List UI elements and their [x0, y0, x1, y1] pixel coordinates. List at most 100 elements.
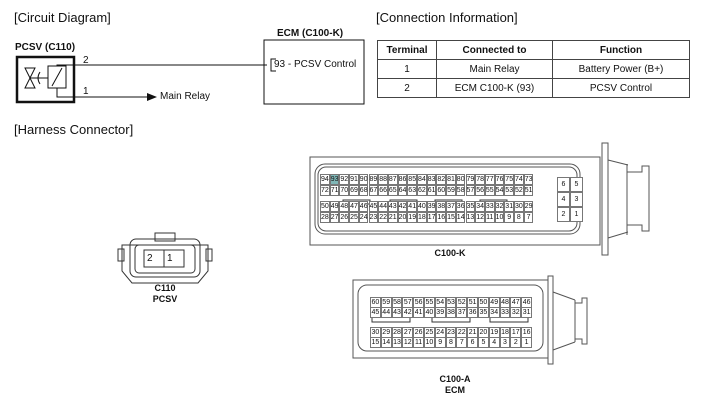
cell: ECM C100-K (93)	[436, 78, 553, 98]
pcsv-box	[15, 55, 76, 104]
pin: 69	[349, 185, 359, 196]
pin: 72	[320, 185, 330, 196]
pin: 16	[436, 212, 447, 223]
pin: 47	[349, 201, 359, 212]
header-function: Function	[552, 40, 690, 60]
pin: 48	[339, 201, 350, 212]
pin: 7	[523, 212, 534, 223]
connection-table: Terminal Connected to Function 1 Main Re…	[377, 40, 690, 98]
ecm-box	[263, 39, 365, 105]
pin: 6	[557, 177, 570, 192]
pin: 13	[465, 212, 476, 223]
c110-pin-2: 2	[147, 253, 153, 264]
pin: 4	[488, 337, 500, 348]
cell: 2	[377, 78, 437, 98]
pin: 32	[494, 201, 505, 212]
pin: 87	[387, 174, 398, 185]
pin: 92	[339, 174, 350, 185]
pin: 15	[370, 337, 381, 348]
pin: 1	[570, 207, 583, 222]
arrow-icon	[147, 93, 157, 101]
cell: Main Relay	[436, 59, 553, 79]
pin: 61	[426, 185, 437, 196]
pin: 37	[456, 307, 468, 318]
pin: 79	[465, 174, 476, 185]
pin: 88	[378, 174, 388, 185]
pin: 44	[378, 201, 388, 212]
pin: 46	[358, 201, 369, 212]
pin: 34	[488, 307, 500, 318]
pin: 13	[391, 337, 403, 348]
pin: 37	[446, 201, 456, 212]
pin: 82	[436, 174, 447, 185]
pin: 19	[407, 212, 417, 223]
pin: 11	[484, 212, 495, 223]
table-header-row: Terminal Connected to Function	[377, 40, 690, 60]
pin: 9	[504, 212, 514, 223]
pin: 59	[446, 185, 456, 196]
pin: 10	[424, 337, 435, 348]
pin: 90	[358, 174, 369, 185]
wire-1	[56, 88, 150, 98]
pin: 35	[478, 307, 489, 318]
header-terminal: Terminal	[377, 40, 437, 60]
pin: 31	[521, 307, 532, 318]
pin: 38	[445, 307, 457, 318]
pin: 28	[320, 212, 330, 223]
pin: 75	[504, 174, 514, 185]
pin: 51	[523, 185, 534, 196]
pin: 9	[434, 337, 446, 348]
pin: 71	[329, 185, 340, 196]
pin: 68	[358, 185, 369, 196]
pin: 86	[397, 174, 408, 185]
pin: 36	[455, 201, 466, 212]
pin: 36	[467, 307, 478, 318]
pin: 14	[455, 212, 466, 223]
pin: 8	[514, 212, 524, 223]
c110-sub: PCSV	[152, 294, 178, 304]
pin: 43	[387, 201, 398, 212]
c100a-housing	[352, 275, 588, 365]
pin: 89	[368, 174, 379, 185]
c100k-name: C100-K	[434, 248, 466, 258]
pin: 2	[557, 207, 570, 222]
pin: 83	[426, 174, 437, 185]
table-row: 1 Main Relay Battery Power (B+)	[377, 59, 690, 79]
pin: 62	[417, 185, 427, 196]
ecm-label: ECM (C100-K)	[277, 28, 344, 39]
header-connected: Connected to	[436, 40, 553, 60]
pin: 32	[510, 307, 522, 318]
pin: 7	[456, 337, 468, 348]
wire-2	[56, 64, 267, 66]
pin: 70	[339, 185, 350, 196]
c110-pin-1: 1	[167, 253, 173, 264]
pin: 5	[570, 177, 583, 192]
pin: 21	[387, 212, 398, 223]
main-relay-label: Main Relay	[160, 91, 211, 102]
wire-1-label: 1	[83, 86, 89, 97]
pin: 38	[436, 201, 447, 212]
pin: 4	[557, 192, 570, 207]
pin: 17	[426, 212, 437, 223]
pin: 58	[455, 185, 466, 196]
pcsv-label: PCSV (C110)	[15, 42, 76, 53]
pin: 40	[417, 201, 427, 212]
pin: 63	[407, 185, 417, 196]
pin: 80	[455, 174, 466, 185]
pin: 3	[499, 337, 511, 348]
pin: 35	[465, 201, 476, 212]
pin: 18	[417, 212, 427, 223]
pin: 2	[510, 337, 522, 348]
pin: 39	[426, 201, 437, 212]
c100k-housing	[309, 142, 650, 256]
cell: 1	[377, 59, 437, 79]
pin: 76	[494, 174, 505, 185]
pin: 54	[494, 185, 505, 196]
pin: 12	[402, 337, 414, 348]
c100a-sub: ECM	[445, 385, 465, 395]
ecm-pin-label: 93 - PCSV Control	[274, 59, 357, 70]
pin: 29	[523, 201, 534, 212]
pin: 10	[494, 212, 505, 223]
pin: 66	[378, 185, 388, 196]
pin: 24	[358, 212, 369, 223]
